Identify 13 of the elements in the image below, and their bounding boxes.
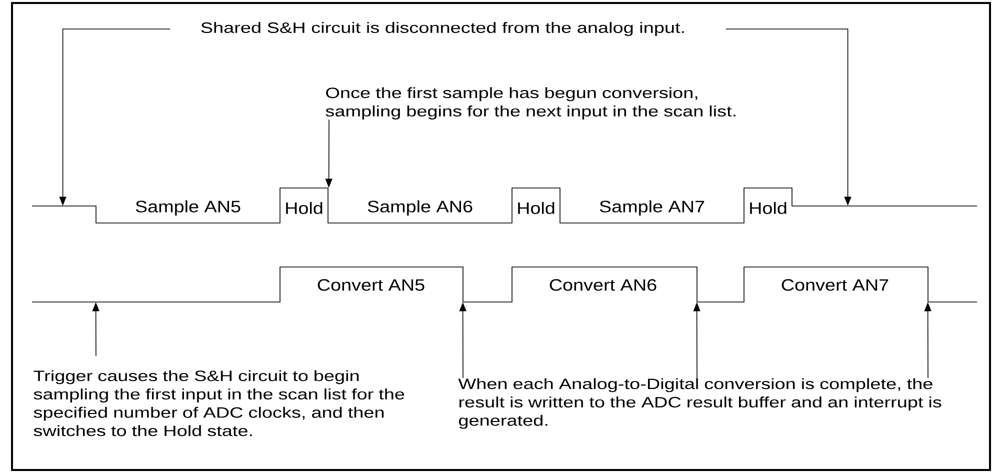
waveform-label: Sample AN6 [368, 200, 472, 216]
waveform-label: Convert AN5 [318, 279, 424, 291]
annotation-text: When each Analog-to-Digital conversion is complete, the result is written to the ADC result buffer and an interrupt is generated. [458, 378, 942, 429]
waveform-label: Sample AN7 [600, 200, 704, 216]
waveform-label: Hold [286, 202, 322, 214]
annotation-text: Shared S&H circuit is disconnected from the analog input. [201, 22, 684, 36]
annotation-text: Trigger causes the S&H circuit to begin sampling the first input in the scan list for the specified number of ADC clocks, and then switches to the Hold state. [34, 370, 404, 436]
waveform-label: Sample AN5 [136, 200, 240, 216]
annotation-text: Once the first sample has begun conversion, sampling begins for the next input in the scan list. [326, 87, 736, 120]
waveform-label: Hold [750, 202, 786, 214]
waveform-label: Hold [518, 202, 554, 214]
waveform-label: Convert AN7 [782, 279, 888, 291]
waveform-label: Convert AN6 [550, 279, 656, 291]
